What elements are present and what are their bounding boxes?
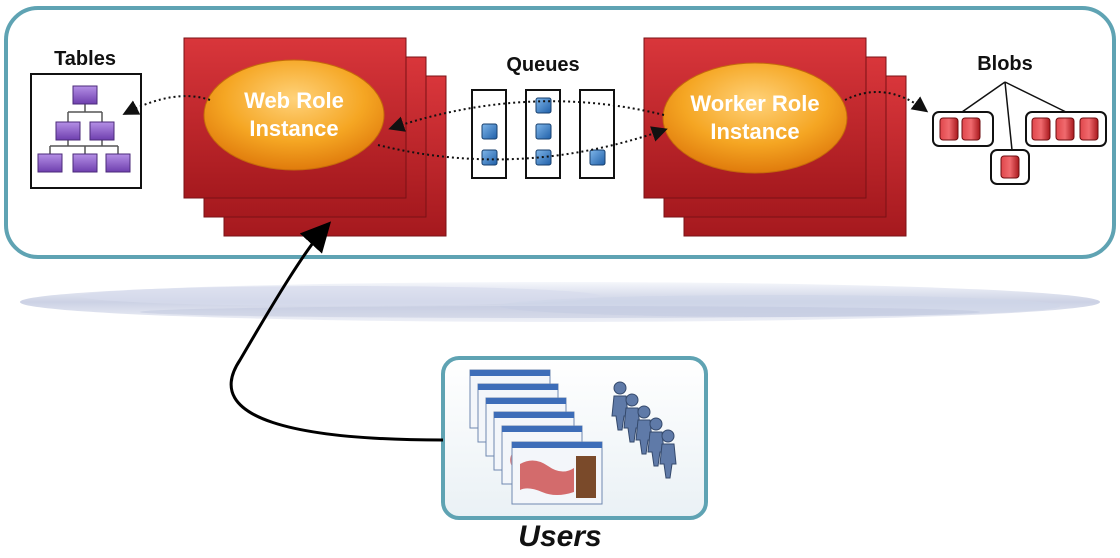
- users-label: Users: [518, 520, 602, 553]
- blobs-label: Blobs: [977, 53, 1033, 75]
- web-to-tables-arrow: [122, 95, 211, 115]
- worker-to-web-arrow: [388, 100, 665, 132]
- table-hierarchy-icon: [30, 73, 142, 189]
- web-role-stack: Web Role Instance: [183, 37, 447, 237]
- users-to-web-role-arrow: [229, 221, 444, 442]
- users-group-icon: [611, 381, 677, 479]
- queue-message-icon: [535, 123, 552, 140]
- blob-tree: [932, 81, 1107, 185]
- worker-role-stack: Worker Role Instance: [643, 37, 907, 237]
- worker-role-label-line2: Instance: [710, 119, 799, 144]
- cloud-haze: [20, 282, 1100, 322]
- web-role-label-line1: Web Role: [244, 88, 344, 113]
- web-role-label-line2: Instance: [249, 116, 338, 141]
- blob-cylinder-icon: [939, 117, 981, 141]
- web-role-ellipse: [203, 59, 385, 171]
- queue-message-icon: [589, 149, 606, 166]
- queue-message-icon: [481, 123, 498, 140]
- dotted-arrows: [122, 91, 929, 161]
- worker-role-ellipse: [662, 62, 848, 174]
- worker-to-blobs-arrow: [844, 91, 929, 113]
- queues-group: [471, 89, 615, 179]
- blob-cylinder-icon: [1000, 155, 1020, 179]
- queue-message-icon: [481, 149, 498, 166]
- blob-cylinder-icon: [1031, 117, 1099, 141]
- web-to-worker-arrow: [377, 126, 668, 161]
- tables-label: Tables: [54, 48, 116, 70]
- worker-role-label-line1: Worker Role: [690, 91, 819, 116]
- browser-window-icon: [469, 369, 603, 505]
- queues-label: Queues: [506, 54, 579, 76]
